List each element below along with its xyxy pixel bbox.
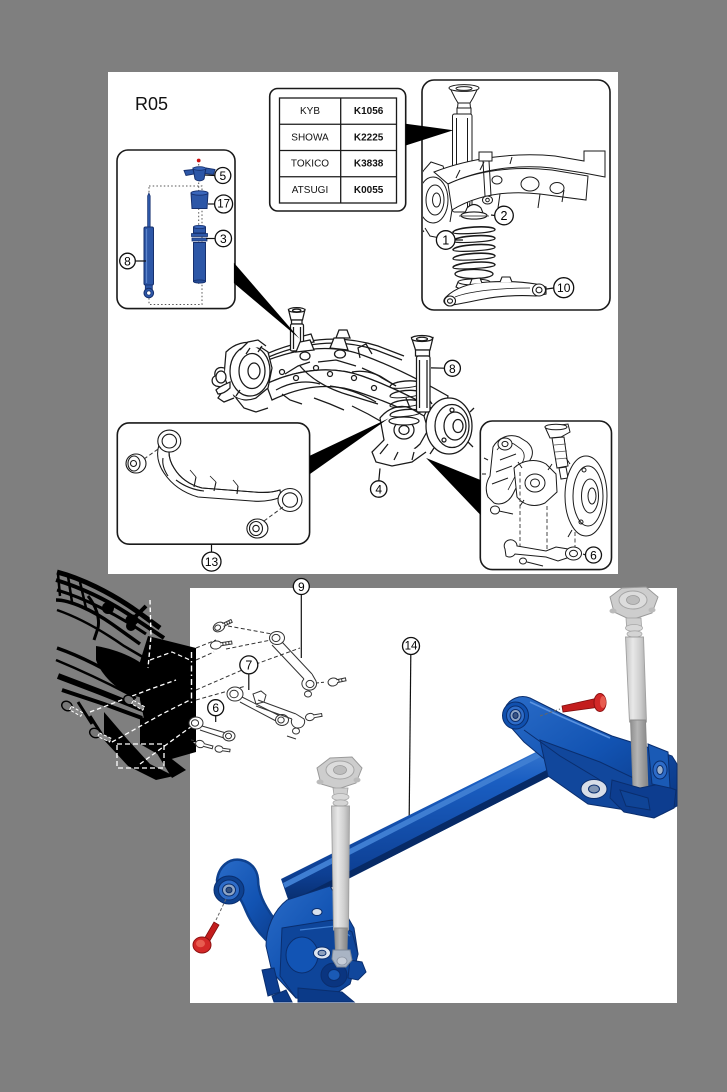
- svg-text:17: 17: [217, 199, 230, 211]
- svg-text:K1056: K1056: [354, 106, 384, 117]
- svg-text:6: 6: [212, 701, 219, 715]
- svg-text:K3838: K3838: [354, 159, 384, 170]
- svg-text:9: 9: [298, 580, 305, 594]
- svg-text:K2225: K2225: [354, 132, 384, 143]
- svg-text:13: 13: [205, 555, 219, 569]
- svg-text:3: 3: [220, 232, 227, 246]
- svg-text:8: 8: [449, 362, 456, 376]
- svg-text:14: 14: [405, 641, 418, 653]
- svg-text:KYB: KYB: [300, 106, 320, 117]
- svg-text:R05: R05: [135, 94, 168, 114]
- svg-text:1: 1: [442, 234, 449, 248]
- svg-text:SHOWA: SHOWA: [291, 132, 329, 143]
- svg-text:4: 4: [375, 483, 382, 497]
- svg-text:ATSUGI: ATSUGI: [292, 185, 328, 196]
- svg-text:TOKICO: TOKICO: [291, 159, 329, 170]
- svg-text:8: 8: [124, 255, 131, 269]
- svg-text:5: 5: [219, 169, 226, 183]
- svg-text:K0055: K0055: [354, 185, 384, 196]
- svg-text:6: 6: [590, 549, 597, 563]
- svg-text:2: 2: [501, 209, 508, 223]
- svg-text:7: 7: [245, 658, 252, 672]
- svg-text:10: 10: [557, 281, 571, 295]
